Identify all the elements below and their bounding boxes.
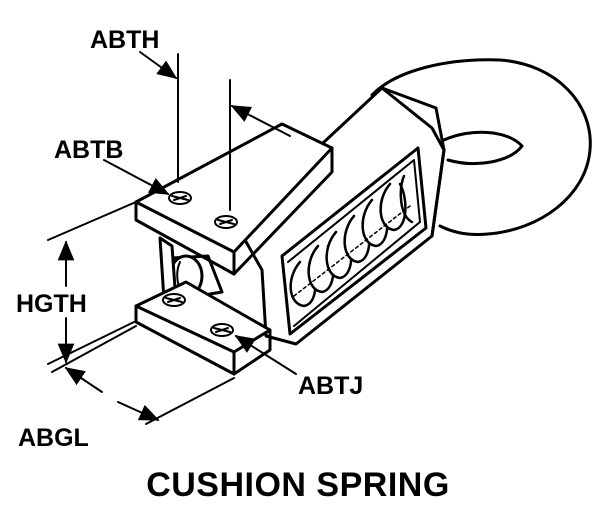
screw-top-front — [214, 215, 238, 229]
diagram-title: CUSHION SPRING — [146, 466, 450, 504]
bottom-plate — [134, 280, 272, 376]
top-plate — [134, 122, 334, 276]
abth-dimension — [139, 51, 291, 211]
abtj-leader — [234, 335, 297, 375]
coil-spring — [289, 174, 414, 308]
screw-abtb — [168, 191, 192, 205]
abgl-dimension — [51, 325, 235, 425]
abtb-leader — [103, 159, 170, 195]
label-abtj: ABTJ — [298, 372, 363, 400]
label-hgth: HGTH — [16, 290, 87, 318]
label-abgl: ABGL — [18, 424, 89, 452]
label-abth: ABTH — [90, 26, 159, 54]
screw-abtj — [210, 323, 234, 337]
hgth-dimension — [47, 201, 137, 365]
label-abtb: ABTB — [54, 136, 123, 164]
screw-bottom-back — [162, 293, 186, 307]
